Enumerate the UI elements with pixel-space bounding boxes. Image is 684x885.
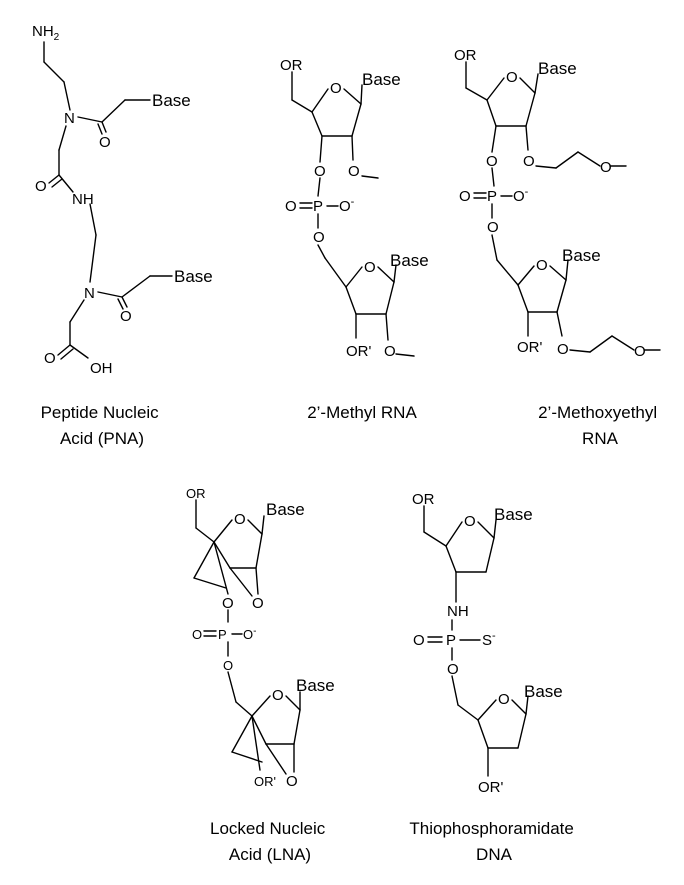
lna-p-o-label: O: [192, 627, 202, 642]
structure-thiophosphoramidate-dna: OR O Base NH O P S- O O Base OR' Thiopho…: [409, 491, 578, 864]
ome-ring-o1-label: O: [330, 80, 342, 97]
lna-bonds: [193, 499, 301, 775]
moe-base1-label: Base: [538, 59, 577, 78]
moe-o5-label: O: [487, 219, 499, 236]
ome-o2p-2-label: O: [384, 343, 396, 360]
lna-base1-label: Base: [266, 500, 305, 519]
ome-or-prime-label: OR': [346, 343, 372, 360]
lna-o5-label: O: [223, 658, 233, 673]
lna-p-label: P: [218, 627, 227, 642]
pna-o4-label: O: [44, 350, 56, 367]
tpa-o5-label: O: [447, 661, 459, 678]
tpa-base2-label: Base: [524, 682, 563, 701]
ome-or-label: OR: [280, 57, 303, 74]
tpa-or-label: OR: [412, 491, 435, 508]
moe-caption: 2’-Methoxyethyl RNA: [538, 403, 662, 448]
pna-nh-label: NH: [72, 191, 94, 208]
ome-base2-label: Base: [390, 251, 429, 270]
pna-oh-label: OH: [90, 360, 113, 377]
lna-o3p-label: O: [222, 595, 234, 612]
moe-o-minus-label: O-: [513, 186, 529, 205]
lna-bridge-o2-label: O: [286, 773, 298, 790]
moe-o2c-label: O: [557, 341, 569, 358]
pna-n2-label: N: [84, 285, 95, 302]
ome-p-label: P: [313, 198, 323, 215]
moe-ring-o1-label: O: [506, 69, 518, 86]
pna-base2-label: Base: [174, 267, 213, 286]
ome-o-minus-label: O-: [339, 196, 355, 215]
pna-o3-label: O: [120, 308, 132, 325]
pna-o2-label: O: [35, 178, 47, 195]
moe-ring-o2-label: O: [536, 257, 548, 274]
moe-or-prime-label: OR': [517, 339, 543, 356]
tpa-base1-label: Base: [494, 505, 533, 524]
lna-base2-label: Base: [296, 676, 335, 695]
tpa-caption: Thiophosphoramidate DNA: [409, 819, 578, 864]
lna-caption: Locked Nucleic Acid (LNA): [210, 819, 330, 864]
lna-bridge-o1-label: O: [252, 595, 264, 612]
structure-2-methoxyethyl-rna: OR O Base O O O O P O- O O Base OR' O O …: [454, 47, 662, 448]
ome-ring-o2-label: O: [364, 259, 376, 276]
lna-or-prime-label: OR': [254, 774, 276, 789]
tpa-or-prime-label: OR': [478, 779, 504, 796]
pna-n1-label: N: [64, 110, 75, 127]
lna-or-label: OR: [186, 486, 206, 501]
moe-or-label: OR: [454, 47, 477, 64]
ome-o2p-label: O: [348, 163, 360, 180]
moe-o2a-label: O: [523, 153, 535, 170]
ome-o5-label: O: [313, 229, 325, 246]
ome-caption: 2’-Methyl RNA: [307, 403, 417, 422]
pna-o1-label: O: [99, 134, 111, 151]
moe-o2d-label: O: [634, 343, 646, 360]
structure-2-methyl-rna: OR O Base O O O P O- O O Base OR' O 2’-M…: [280, 57, 429, 422]
tpa-p-label: P: [446, 632, 456, 649]
tpa-ring-o2-label: O: [498, 691, 510, 708]
structure-lna: OR O Base O O O P O- O O Base OR' O Lock…: [186, 486, 335, 864]
pna-bonds: [43, 41, 173, 360]
ome-base1-label: Base: [362, 70, 401, 89]
moe-o2b-label: O: [600, 159, 612, 176]
lna-ring-o1-label: O: [234, 511, 246, 528]
lna-o-minus-label: O-: [243, 626, 256, 642]
tpa-nh-label: NH: [447, 603, 469, 620]
tpa-s-label: S-: [482, 630, 496, 649]
moe-p-o-label: O: [459, 188, 471, 205]
tpa-p-o-label: O: [413, 632, 425, 649]
pna-base1-label: Base: [152, 91, 191, 110]
moe-base2-label: Base: [562, 246, 601, 265]
pna-caption: Peptide Nucleic Acid (PNA): [41, 403, 164, 448]
ome-p-o-label: O: [285, 198, 297, 215]
moe-o3p-label: O: [486, 153, 498, 170]
pna-nh2-label: NH2: [32, 23, 60, 43]
lna-ring-o2-label: O: [272, 687, 284, 704]
ome-bonds: [291, 71, 415, 357]
tpa-ring-o1-label: O: [464, 513, 476, 530]
tpa-bonds: [423, 505, 529, 777]
moe-p-label: P: [487, 188, 497, 205]
ome-o3p-label: O: [314, 163, 326, 180]
structure-pna: NH2 N Base O O NH N Base O O OH Peptide …: [32, 23, 213, 448]
moe-bonds: [465, 61, 661, 353]
